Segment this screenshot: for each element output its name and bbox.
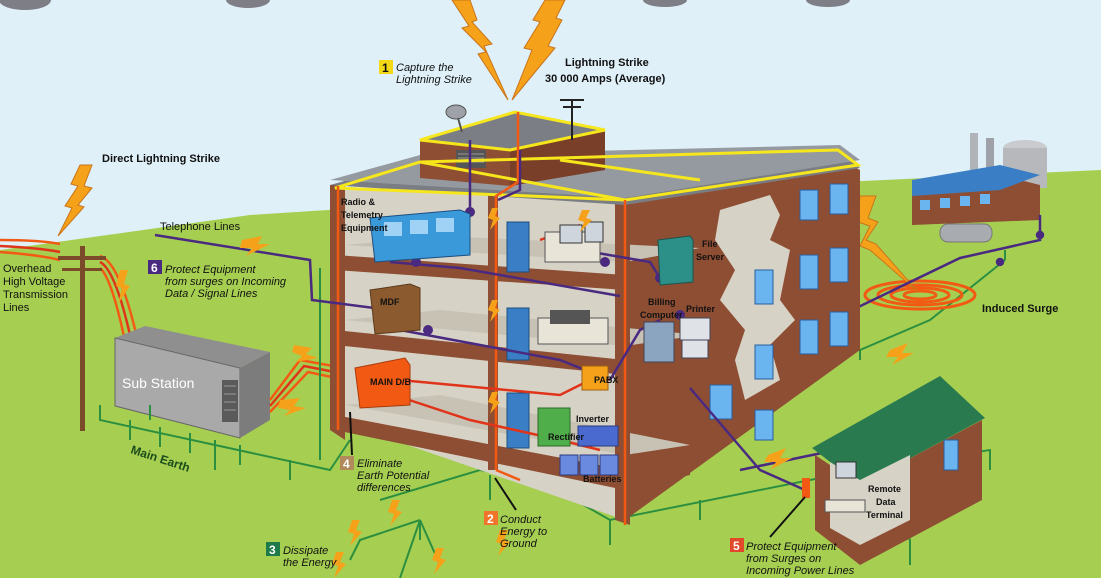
main-lightning-bolts [451,0,566,101]
step-4-badge [340,456,354,470]
batteries-label: Batteries [583,474,622,484]
step-4-line-3: differences [357,482,411,494]
step-1-line-2: Lightning Strike [396,74,472,86]
pabx-label: PABX [594,375,618,385]
step-6-number: 6 [151,261,158,275]
dissipation-sparks [332,500,510,578]
step-2-pointer [494,477,517,511]
step-5-line-2: from Surges on [746,553,821,565]
step-5-line-3: Incoming Power Lines [746,565,855,577]
step-6-line-2: from surges on Incoming [165,276,287,288]
overhead-label-4: Lines [3,302,30,314]
file-server-unit [657,235,694,286]
file-server-label-2: Server [696,252,725,262]
step-1-number: 1 [382,61,389,75]
induced-surge-bolt [857,195,919,293]
step-2-number: 2 [487,512,494,526]
file-server-label-1: File [702,239,718,249]
step-2-line-2: Energy to [500,526,547,538]
step-5-pointer [769,496,806,538]
lightning-amps-label: 30 000 Amps (Average) [545,73,666,85]
main-db-label: MAIN D/B [370,377,411,387]
induced-surge-rings [863,279,977,311]
step-4-number: 4 [343,457,350,471]
step-5-number: 5 [733,539,740,553]
factory [912,133,1047,243]
telephone-lines-label: Telephone Lines [160,221,241,233]
main-db-cabinet [354,357,411,409]
inverter-unit [577,425,619,447]
step-3-number: 3 [269,543,276,557]
sub-station-label: Sub Station [122,375,194,391]
workstation-1 [544,221,604,263]
step-2-line-3: Ground [500,538,538,550]
step-4-pointer [349,411,353,456]
billing-label-2: Computer [640,310,683,320]
radio-label-3: Equipment [341,223,388,233]
induced-surge-label: Induced Surge [982,303,1058,315]
remote-label-1: Remote [868,484,901,494]
step-3-line-2: the Energy [283,557,338,569]
sub-station [114,326,270,439]
step-5-badge [730,538,744,552]
mdf-cabinet [369,283,421,335]
office-workstation-2 [537,310,609,345]
billing-label-1: Billing [648,297,676,307]
step-1-badge [379,60,393,74]
step-2-line-1: Conduct [500,514,542,526]
inverter-label: Inverter [576,414,610,424]
pole-surge-bolt [116,270,130,304]
cloud-fragments [0,0,850,10]
down-conductors [336,112,627,525]
step-3-line-1: Dissipate [283,545,328,557]
remote-label-3: Terminal [866,510,903,520]
billing-computer-unit [643,317,711,363]
step-4-line-1: Eliminate [357,458,402,470]
roof-air-terminals [334,110,862,202]
printer-label: Printer [686,304,716,314]
step-6-line-3: Data / Signal Lines [165,288,258,300]
lightning-strike-label: Lightning Strike [565,57,649,69]
remote-label-2: Data [876,497,897,507]
radio-telemetry-unit [369,209,471,263]
rectifier-unit [537,407,571,447]
direct-strike-label: Direct Lightning Strike [102,153,220,165]
remote-terminal-building [802,376,985,565]
step-6-badge [148,260,162,274]
radio-label-1: Radio & [341,197,376,207]
surge-spark-icons [240,208,914,470]
step-6-line-1: Protect Equipment [165,264,256,276]
utility-pole [58,246,106,431]
mdf-label: MDF [380,297,400,307]
step-2-badge [484,511,498,525]
overhead-label-2: High Voltage [3,276,65,288]
step-1-line-1: Capture the [396,62,453,74]
overhead-label-1: Overhead [3,263,51,275]
radio-label-2: Telemetry [341,210,383,220]
batteries-unit [559,454,619,476]
roof-antenna [445,99,584,140]
overhead-label-3: Transmission [3,289,68,301]
step-4-line-2: Earth Potential [357,470,430,482]
step-3-badge [266,542,280,556]
rectifier-label: Rectifier [548,432,585,442]
pabx-unit [581,365,609,391]
step-5-line-1: Protect Equipment [746,541,837,553]
direct-strike-bolt [57,164,93,237]
